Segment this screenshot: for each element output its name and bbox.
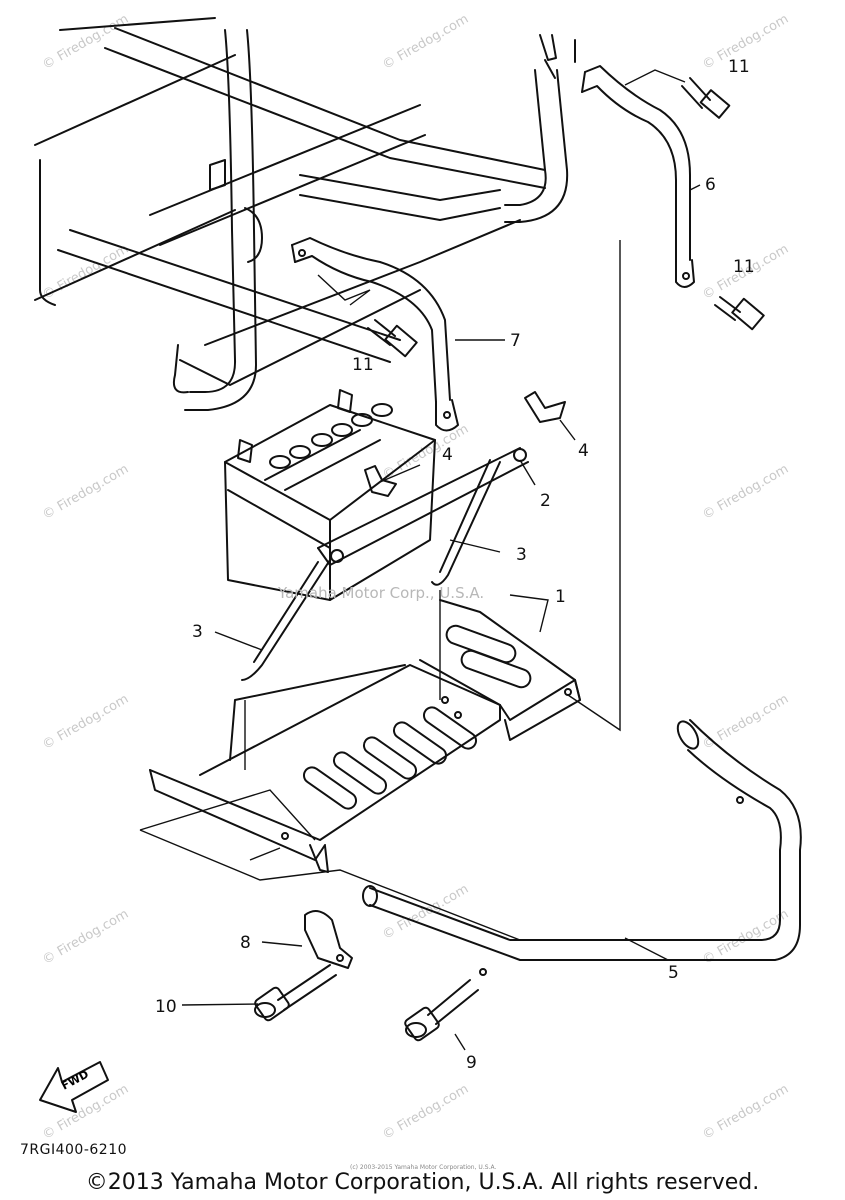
callout-11-center: 11	[352, 355, 374, 375]
part-3-hooks	[241, 459, 501, 681]
part-7-strap	[291, 237, 459, 432]
assembly-lines	[139, 69, 686, 941]
callout-4-right: 4	[578, 441, 589, 461]
part-1-tray	[149, 599, 581, 873]
fwd-arrow-icon	[39, 1061, 109, 1113]
callout-3-right: 3	[516, 545, 527, 565]
copyright-notice: ©2013 Yamaha Motor Corporation, U.S.A. A…	[85, 1170, 760, 1195]
bolts	[254, 77, 765, 1042]
callout-11-right: 11	[733, 257, 755, 277]
callout-3-left: 3	[192, 622, 203, 642]
callout-9: 9	[466, 1053, 477, 1073]
callout-8: 8	[240, 933, 251, 953]
part-4-wing-nuts	[364, 391, 566, 497]
fwd-label: FWD	[59, 1068, 91, 1093]
callout-4-left: 4	[442, 445, 453, 465]
part-5-tube	[362, 719, 802, 976]
part-8-clamp	[304, 910, 353, 969]
tiny-copyright: (c) 2003-2015 Yamaha Motor Corporation, …	[350, 1164, 497, 1171]
callout-7: 7	[510, 331, 521, 351]
part-6-strap	[581, 65, 695, 288]
part-2-bar	[317, 447, 529, 566]
callout-11-top: 11	[728, 57, 750, 77]
leader-lines	[181, 184, 701, 1051]
chassis-frame	[34, 17, 576, 411]
callout-2: 2	[540, 491, 551, 511]
reference-code: 7RGI400-6210	[20, 1142, 128, 1158]
callout-6: 6	[705, 175, 716, 195]
battery	[224, 389, 436, 601]
center-watermark: Yamaha Motor Corp., U.S.A.	[278, 584, 485, 602]
callout-10: 10	[155, 997, 177, 1017]
callout-1: 1	[555, 587, 566, 607]
callout-5: 5	[668, 963, 679, 983]
